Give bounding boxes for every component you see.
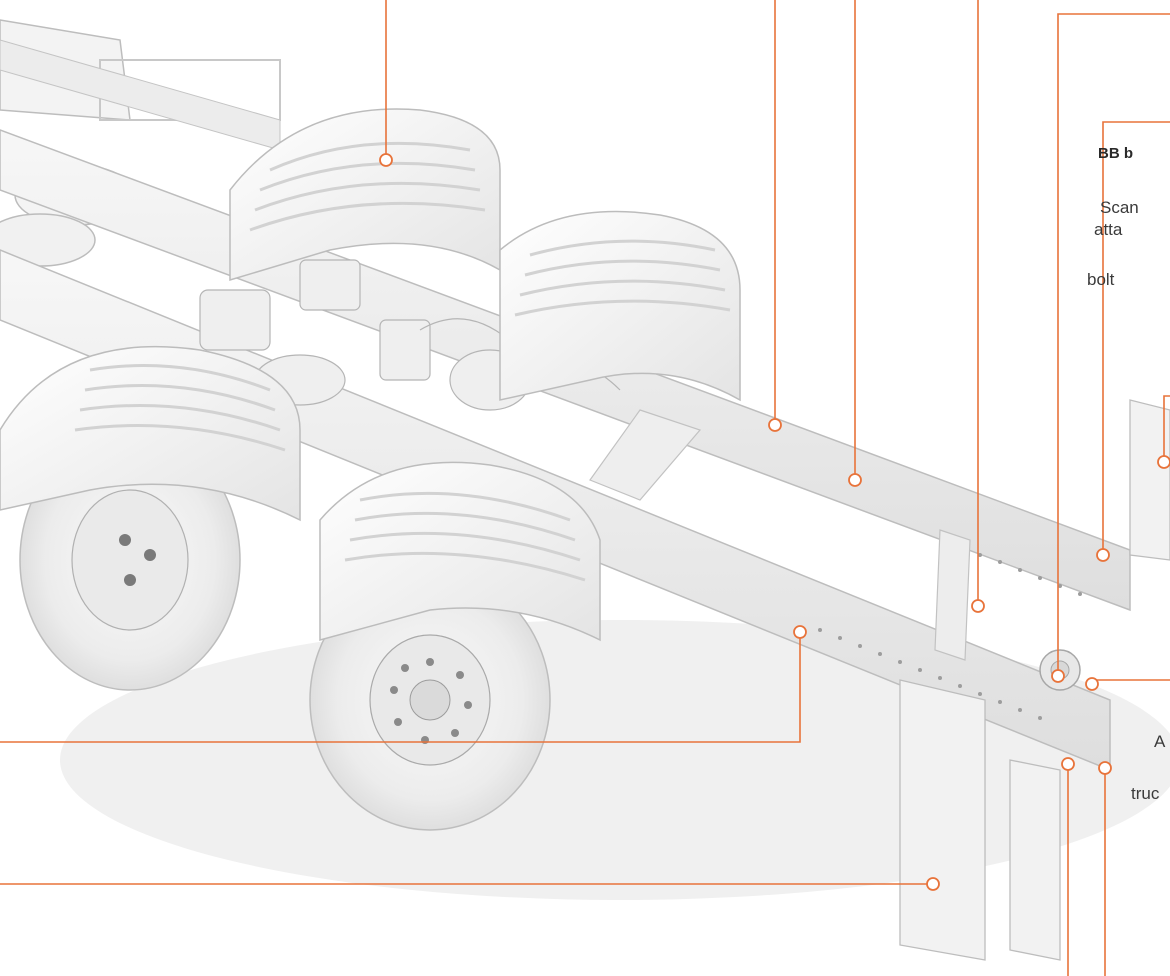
callout-marker-mudflap-right xyxy=(1157,455,1170,469)
callout-marker-crossmember xyxy=(971,599,985,613)
callout-markers xyxy=(379,153,1170,891)
callout-line-side-rail xyxy=(0,632,801,743)
fender-top-left xyxy=(229,108,501,282)
callout-line-bb-bracket xyxy=(1102,121,1170,555)
bb-heading: BB b xyxy=(1098,145,1133,162)
callout-marker-side-rail xyxy=(793,625,807,639)
wheel-left xyxy=(19,429,241,691)
fender-top-right xyxy=(499,210,741,402)
label-line-3: bolt xyxy=(1087,270,1115,289)
callout-marker-coupling-right xyxy=(1085,677,1099,691)
fender-bottom-right xyxy=(319,461,601,642)
label-line-1: Scan xyxy=(1100,198,1139,217)
label-line-4: A xyxy=(1154,732,1166,751)
rear-tank xyxy=(0,19,281,151)
label-line-5: truc xyxy=(1131,784,1160,803)
callout-line-mudflap-right xyxy=(1163,395,1170,462)
callout-marker-bb-bracket xyxy=(1096,548,1110,562)
wheel-right xyxy=(309,569,551,831)
callout-marker-coupling xyxy=(1051,669,1065,683)
callout-marker-frame xyxy=(848,473,862,487)
callout-marker-hook xyxy=(1061,757,1075,771)
callout-line-coupling xyxy=(1057,13,1170,676)
rear-mudflaps xyxy=(899,399,1170,961)
callout-marker-latch xyxy=(1098,761,1112,775)
label-line-2: atta xyxy=(1094,220,1123,239)
callout-marker-fender xyxy=(379,153,393,167)
callout-marker-sensor xyxy=(768,418,782,432)
callout-marker-mudflap xyxy=(926,877,940,891)
fender-bottom-left xyxy=(0,345,301,522)
